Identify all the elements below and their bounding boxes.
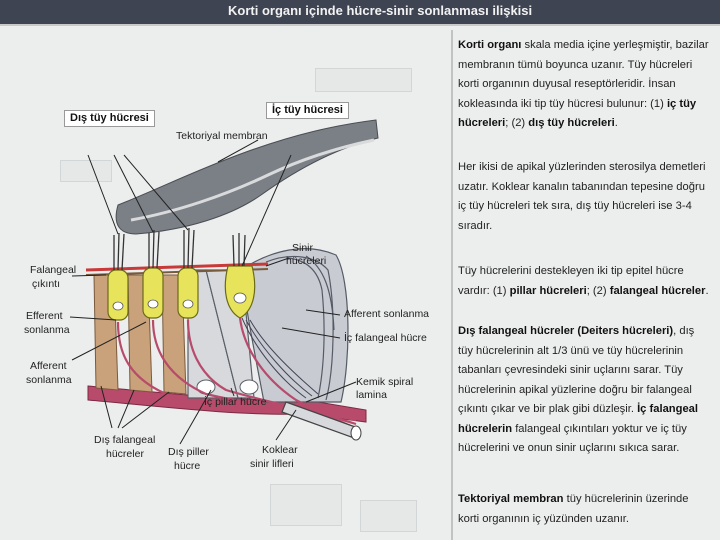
label-inner-pillar-cell: İç pillar hücre — [204, 396, 266, 409]
label-outer-phalangeal-line1: Dış falangeal — [94, 434, 155, 447]
label-cochlear-nerve-line1: Koklear — [262, 444, 298, 457]
label-outer-pillar-line1: Dış piller — [168, 446, 209, 459]
label-afferent-ending-line2: sonlanma — [26, 374, 72, 387]
label-afferent-ending-right: Afferent sonlanma — [344, 308, 429, 321]
paragraph-tectorial: Tektoriyal membran tüy hücrelerinin üzer… — [458, 490, 710, 529]
korti-organ-figure: Dış tüy hücresi İç tüy hücresi Tektoriya… — [6, 30, 446, 535]
term-korti-organ: Korti organı — [458, 39, 521, 51]
label-phalangeal-process-line1: Falangeal — [30, 264, 76, 277]
paragraph-outer-phalangeal: Dış falangeal hücreler (Deiters hücreler… — [458, 322, 710, 459]
paragraph-stereocilia: Her ikisi de apikal yüzlerinden sterosil… — [458, 158, 710, 236]
label-inner-phalangeal-cell: İç falangeal hücre — [344, 332, 427, 345]
outer-hair-cells — [108, 268, 198, 320]
label-tectorial-membrane: Tektoriyal membran — [176, 130, 268, 143]
label-inner-hair-cell: İç tüy hücresi — [266, 102, 349, 119]
label-outer-hair-cell: Dış tüy hücresi — [64, 110, 155, 127]
label-bony-spiral-lamina: Kemik spiral lamina — [356, 376, 446, 402]
paragraph-korti-organ: Korti organı skala media içine yerleşmiş… — [458, 36, 710, 134]
label-cochlear-nerve-line2: sinir lifleri — [250, 458, 294, 471]
column-divider — [451, 30, 453, 540]
label-nerve-cells-line1: Sinir — [292, 242, 313, 255]
pillar-nucleus — [240, 380, 258, 394]
term-phalangeal-cells: falangeal hücreler — [610, 285, 706, 297]
term-tectorial-membrane: Tektoriyal membran — [458, 493, 564, 505]
label-outer-phalangeal-line2: hücreler — [106, 448, 144, 461]
term-pillar-cells: pillar hücreleri — [510, 285, 587, 297]
inner-support-cells — [241, 249, 348, 402]
korti-organ-diagram — [6, 30, 446, 535]
page-title: Korti organı içinde hücre-sinir sonlanma… — [228, 0, 532, 22]
label-phalangeal-process-line2: çıkıntı — [32, 278, 60, 291]
title-bar: Korti organı içinde hücre-sinir sonlanma… — [0, 0, 720, 24]
label-efferent-ending-line2: sonlanma — [24, 324, 70, 337]
term-outer-hair-cells: dış tüy hücreleri — [528, 117, 614, 129]
header-rule — [0, 24, 720, 26]
label-outer-pillar-line2: hücre — [174, 460, 200, 473]
label-efferent-ending-line1: Efferent — [26, 310, 63, 323]
label-afferent-ending-line1: Afferent — [30, 360, 67, 373]
label-nerve-cells-line2: hücreleri — [286, 255, 326, 268]
paragraph-support-cells: Tüy hücrelerini destekleyen iki tip epit… — [458, 262, 710, 301]
term-deiters-cells: Dış falangeal hücreler (Deiters hücreler… — [458, 325, 673, 337]
